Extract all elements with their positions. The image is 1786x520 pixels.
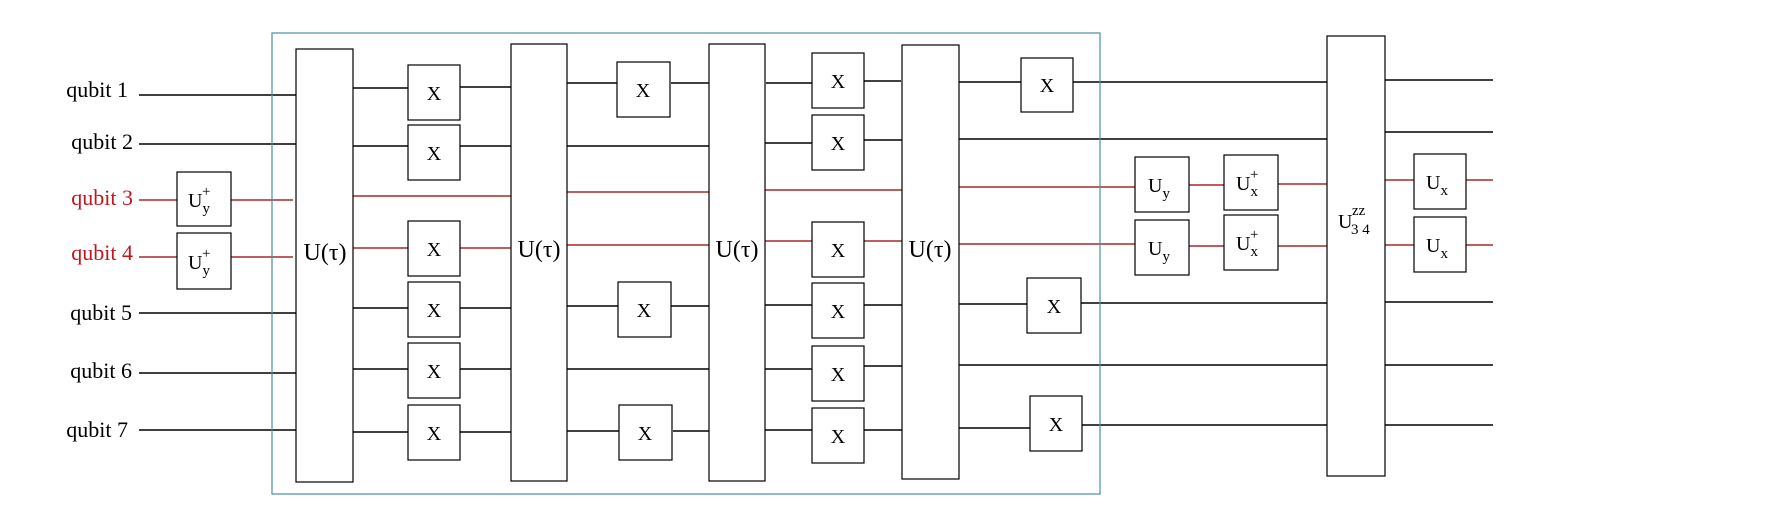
svg-text:X: X [427,239,442,261]
x-gate: X [407,404,461,461]
svg-text:X: X [637,300,652,322]
svg-text:X: X [638,423,653,445]
gate-uy-dagger-qubit-3: Uy+ [176,171,232,227]
svg-text:X: X [1049,414,1064,436]
svg-text:U(τ): U(τ) [304,240,347,266]
x-gate: X [811,345,865,402]
gate-uy-qubit-4: Uy [1134,219,1190,276]
svg-text:X: X [831,71,846,93]
gate-u-tau-3: U(τ) [708,43,766,482]
svg-text:Uy+: Uy+ [188,184,210,217]
trotter-step-frame [271,32,1101,495]
x-gates-column-3: X X X X X X [811,52,865,464]
qubit-7-label: qubit 7 [66,417,128,442]
x-gates-column-2: X X X [616,61,673,461]
x-gate: X [407,124,461,181]
x-gate: X [1026,277,1082,334]
gate-uzz-34: U zz 3 4 [1326,35,1386,477]
qubit-2-label: qubit 2 [71,129,133,154]
x-gate: X [407,64,461,121]
qubit-5-label: qubit 5 [70,300,132,325]
svg-text:Uy+: Uy+ [188,246,210,279]
gate-uy-dagger-qubit-4: Uy+ [176,232,232,290]
x-gate: X [407,220,461,277]
svg-text:Ux+: Ux+ [1236,227,1258,260]
x-gate: X [616,61,671,118]
x-gate: X [811,282,865,339]
svg-text:X: X [427,143,442,165]
qubit-1-label: qubit 1 [66,77,128,102]
gate-uy-qubit-3: Uy [1134,156,1190,213]
uzz-base: U [1338,211,1353,233]
svg-text:Ux: Ux [1426,172,1448,199]
x-gate: X [407,281,461,338]
qubit-labels: qubit 1 qubit 2 qubit 3 qubit 4 qubit 5 … [66,77,133,442]
svg-text:X: X [427,361,442,383]
x-gate: X [618,404,673,461]
svg-text:U(τ): U(τ) [518,237,561,263]
svg-text:Ux+: Ux+ [1236,167,1258,200]
svg-text:X: X [831,240,846,262]
svg-text:X: X [427,83,442,105]
qubit-3-label: qubit 3 [71,185,133,210]
svg-text:X: X [1040,75,1055,97]
svg-text:X: X [427,300,442,322]
x-gate: X [811,221,865,278]
svg-text:X: X [831,364,846,386]
svg-text:X: X [831,133,846,155]
gate-u-tau-1: U(τ) [295,48,354,483]
x-gate: X [811,407,865,464]
svg-text:X: X [427,423,442,445]
gate-ux-qubit-4: Ux [1413,216,1467,273]
gate-u-tau-4: U(τ) [901,44,960,480]
x-gate: X [811,114,865,171]
uzz-superscript: zz [1352,203,1366,219]
uzz-subscript: 3 4 [1351,222,1370,238]
x-gates-column-4: X X X [1020,57,1083,452]
svg-text:U(τ): U(τ) [909,237,952,263]
gate-base-text: U [188,190,203,212]
svg-text:Uy: Uy [1148,238,1170,265]
svg-text:Ux: Ux [1426,235,1448,262]
svg-text:X: X [831,426,846,448]
svg-text:U(τ): U(τ) [716,237,759,263]
gate-ux-dagger-qubit-3: Ux+ [1223,154,1279,211]
x-gates-column-1: X X X X X X [407,64,461,461]
svg-text:Uy: Uy [1148,175,1170,202]
gate-u-tau-2: U(τ) [510,43,568,482]
svg-text:X: X [831,301,846,323]
qubit-6-label: qubit 6 [70,358,132,383]
x-gate: X [617,281,672,338]
svg-text:X: X [636,80,651,102]
gate-ux-dagger-qubit-4: Ux+ [1223,214,1279,271]
x-gate: X [1020,57,1074,113]
svg-text:X: X [1047,296,1062,318]
x-gate: X [407,342,461,399]
gate-ux-qubit-3: Ux [1413,153,1467,210]
x-gate: X [1029,395,1083,452]
x-gate: X [811,52,865,109]
qubit-4-label: qubit 4 [71,240,133,265]
